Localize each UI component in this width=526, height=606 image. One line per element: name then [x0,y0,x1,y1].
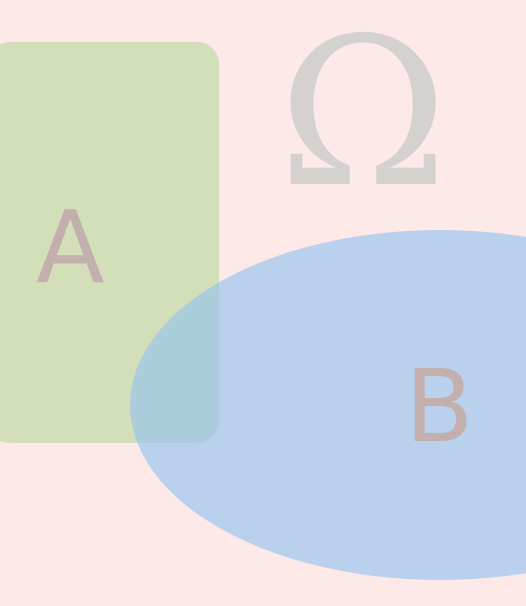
set-a-label: A [36,189,105,306]
universe-symbol: Ω [278,0,448,233]
set-b-label: B [405,348,474,465]
